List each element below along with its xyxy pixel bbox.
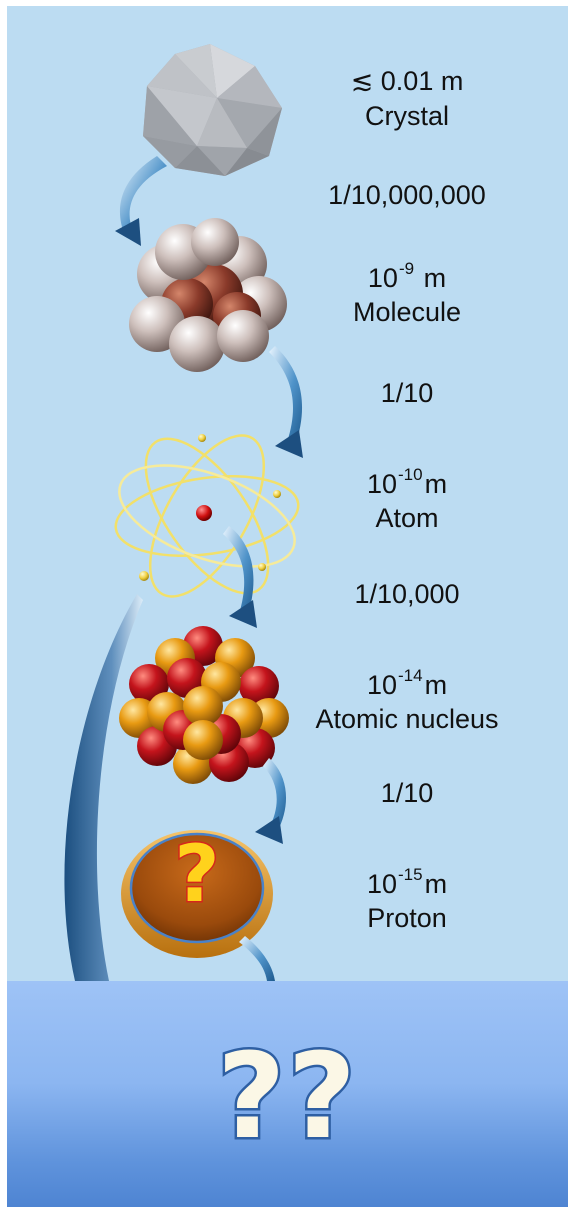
molecule-label: Molecule [352,297,462,327]
crystal-size: ≲ 0.01 m [350,66,464,96]
proton-icon [121,830,273,958]
unknown-question-marks: ?? [215,1027,359,1165]
molecule-size: 10-9 m [367,259,447,293]
atom-icon [114,434,300,598]
arrow-proton-to-unknown [239,936,275,981]
atom-label: Atom [375,503,439,533]
crystal-icon [143,44,282,176]
atom-size: 10-10m [366,465,448,499]
ratio-atom-nucleus: 1/10,000 [354,579,460,609]
unknown-band [7,981,568,1207]
ratio-nucleus-proton: 1/10 [380,778,434,808]
crystal-label: Crystal [364,101,449,131]
arrow-crystal-to-molecule [115,156,167,246]
nucleus-icon [119,626,289,784]
scale-diagram: ? ≲ 0.01 m Crystal 1/10,000,000 10-9 m M… [7,6,568,1207]
ratio-crystal-molecule: 1/10,000,000 [328,180,486,210]
atom-core-icon [196,505,212,521]
arrow-molecule-to-atom [269,346,303,458]
arrow-atom-to-nucleus [223,526,257,628]
sweep-arrow [64,594,143,981]
diagram-art [64,44,303,981]
molecule-icon [129,218,287,372]
proton-label: Proton [367,903,447,933]
nucleus-size: 10-14m [366,666,448,700]
arrow-nucleus-to-proton [255,758,287,844]
ratio-molecule-atom: 1/10 [380,378,434,408]
proton-question-mark: ? [173,829,221,922]
proton-size: 10-15m [366,865,448,899]
electron-icons [139,434,281,581]
nucleus-label: Atomic nucleus [315,704,499,734]
